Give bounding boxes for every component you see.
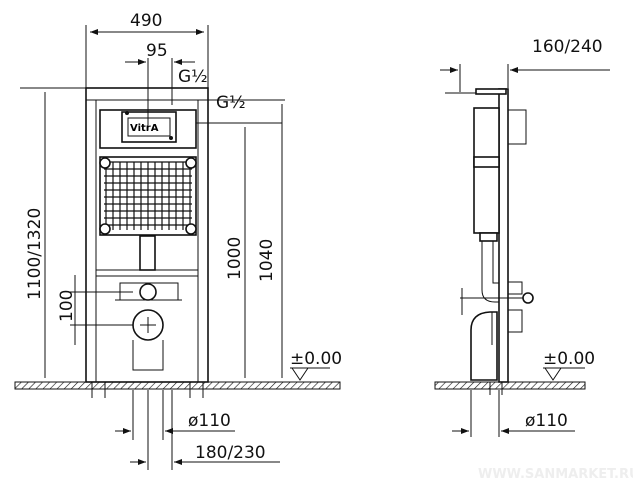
side-cistern (473, 107, 500, 234)
inlet-top-label: G½ (178, 67, 208, 87)
side-view: 160/240 ±0.00 ø110 (434, 37, 610, 437)
dim-180-230: 180/230 (195, 443, 266, 463)
dim-100: 100 (57, 290, 77, 322)
brand-logo: VitrA (130, 123, 159, 134)
floor-front (14, 381, 341, 390)
watermark: WWW.SANMARKET.RU (478, 467, 633, 482)
inlet-side-label: G½ (216, 93, 246, 113)
side-frame (498, 88, 509, 383)
floor-side (434, 381, 586, 390)
dim-inlet-offset: 95 (146, 41, 168, 61)
front-view: 490 95 G½ G½ VitrA 1100/1320 1000 1040 1… (14, 11, 342, 470)
dim-drain-front: ø110 (188, 411, 231, 431)
dim-depth: 160/240 (532, 37, 603, 57)
dim-height: 1100/1320 (25, 208, 45, 300)
dim-1000: 1000 (225, 237, 245, 280)
level-front: ±0.00 (290, 349, 342, 369)
level-side: ±0.00 (543, 349, 595, 369)
dim-1040: 1040 (257, 239, 277, 282)
dim-width: 490 (130, 11, 162, 31)
dim-drain-side: ø110 (525, 411, 568, 431)
